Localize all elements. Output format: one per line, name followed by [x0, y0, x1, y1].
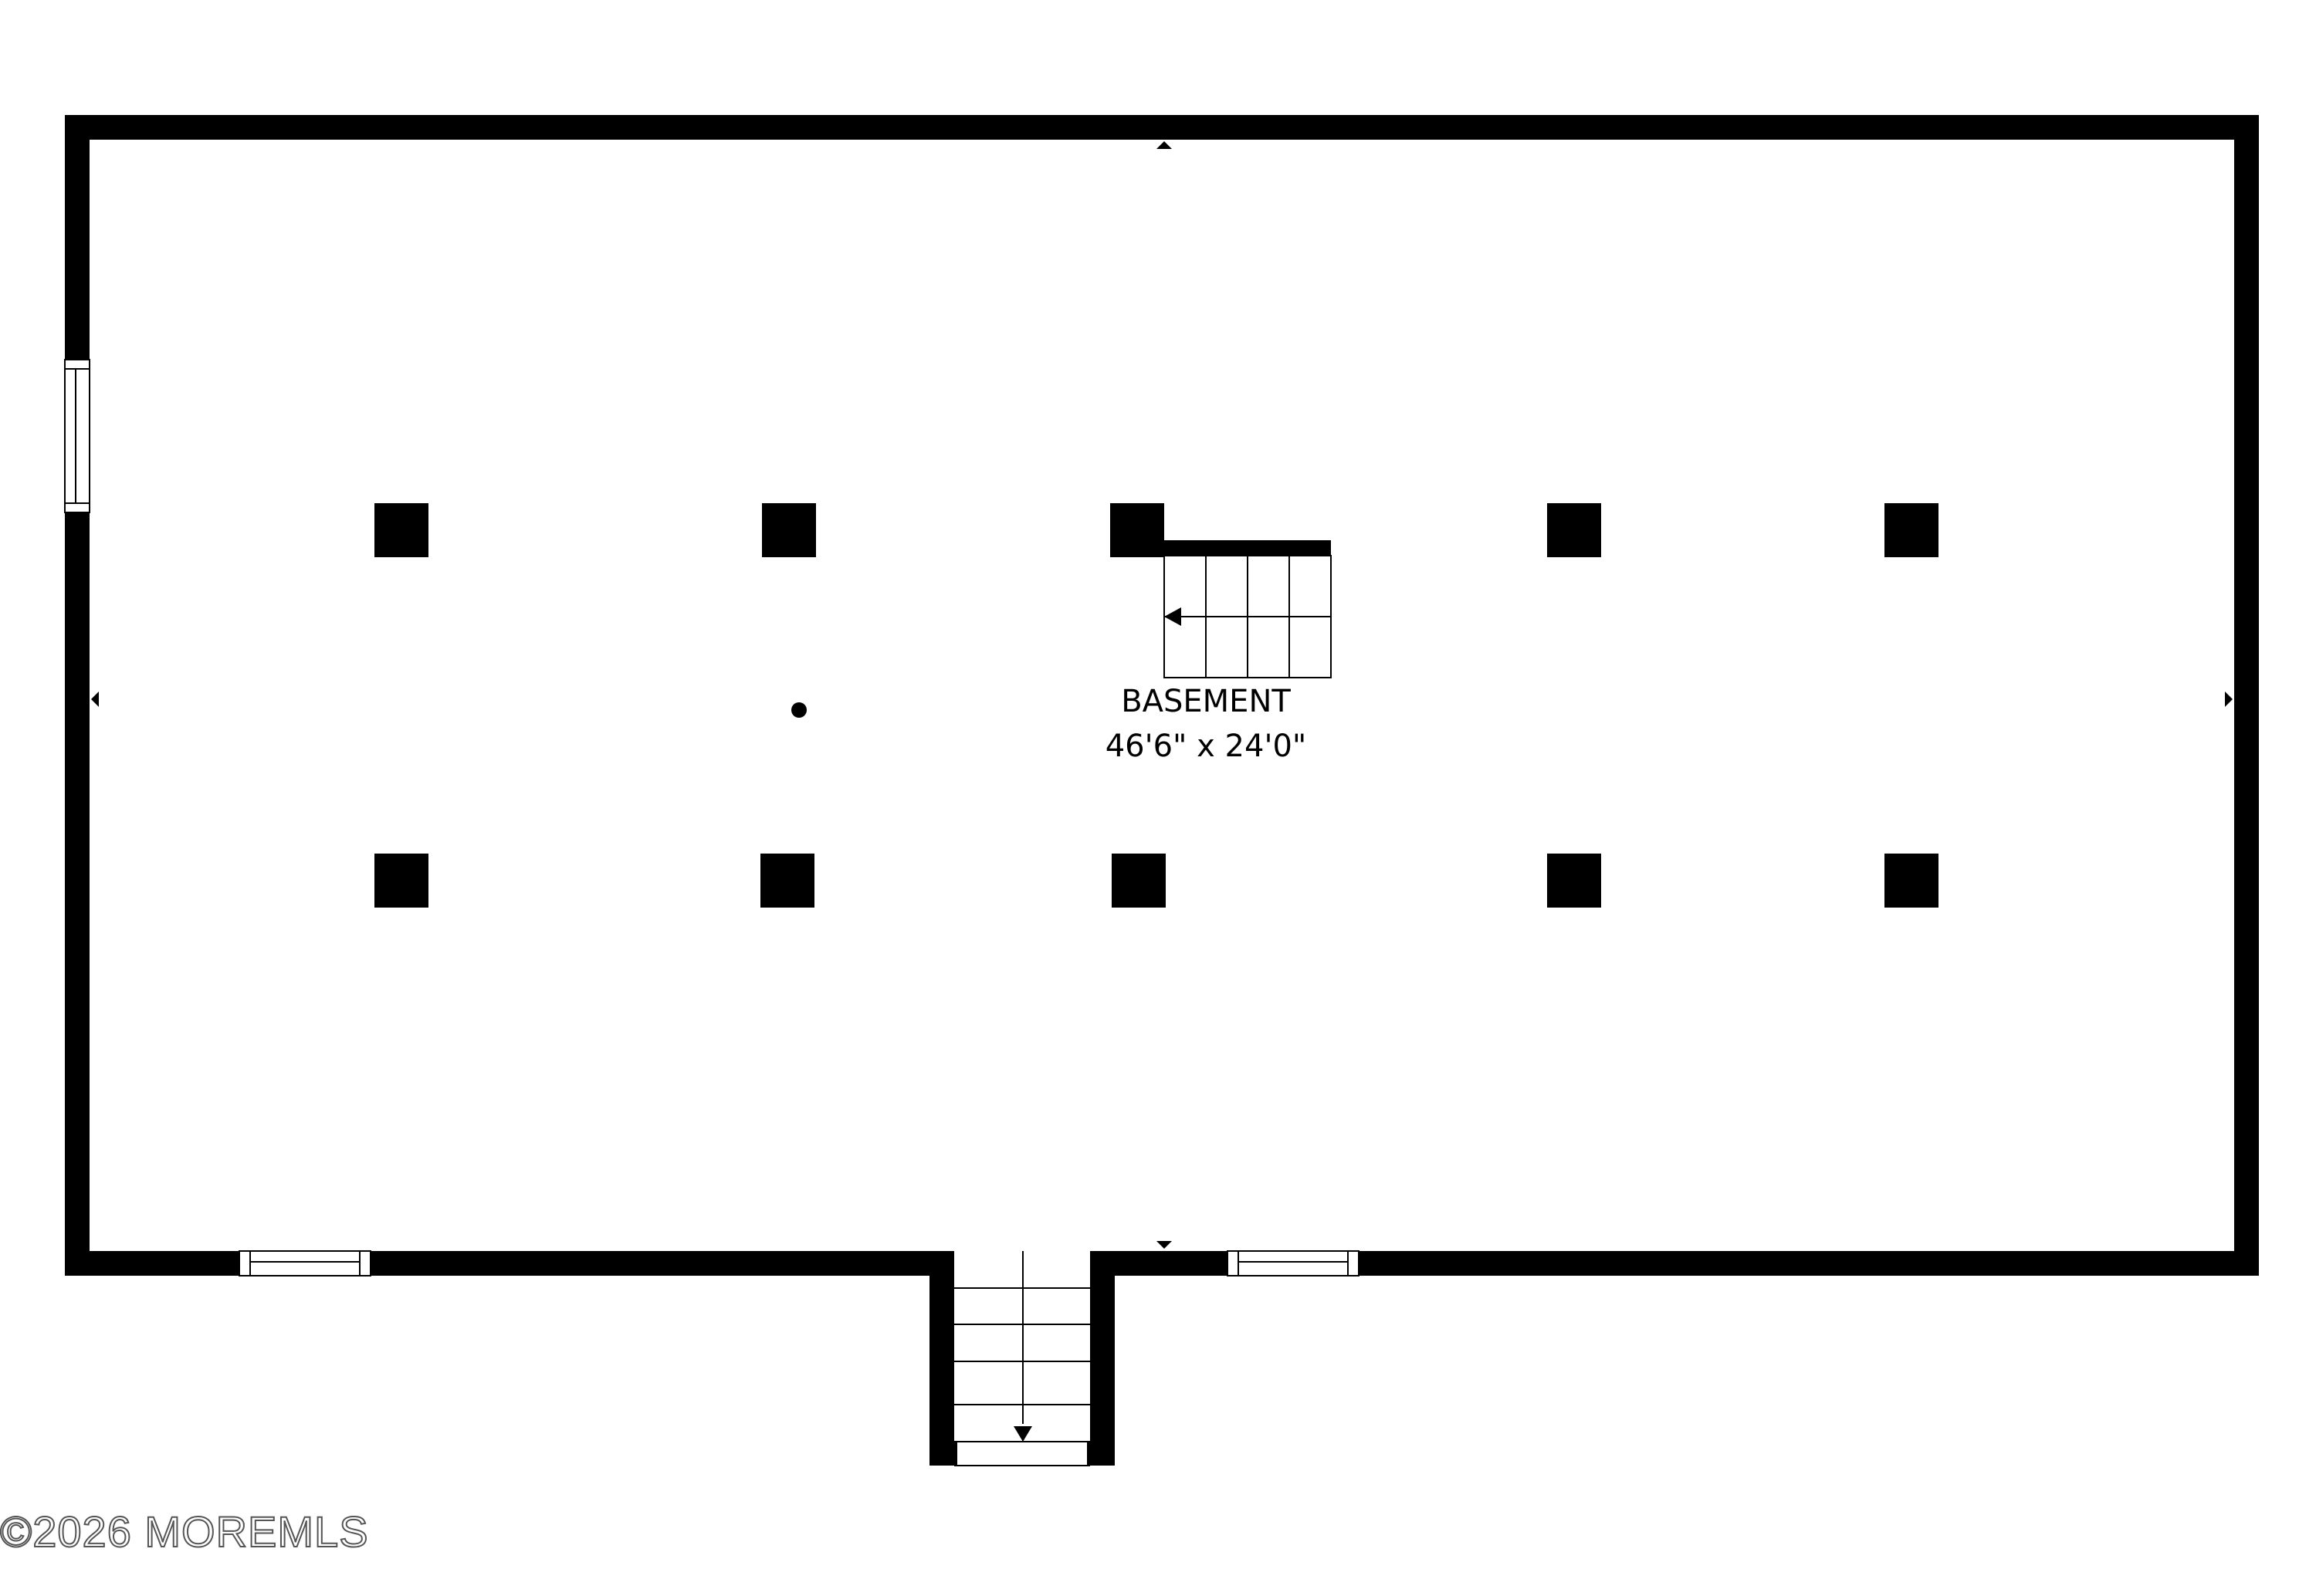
marker-right-icon: [2225, 691, 2233, 707]
support-columns: [374, 503, 1938, 908]
wall-right: [2234, 115, 2259, 1276]
window-left: [64, 359, 90, 513]
window-bottom-left: [239, 1250, 371, 1276]
marker-top-icon: [1156, 141, 1172, 149]
stairwell-wall-left: [929, 1251, 954, 1466]
column: [1110, 503, 1164, 557]
column: [760, 854, 814, 908]
stair-arrow-icon: [1164, 607, 1181, 626]
column: [1547, 503, 1601, 557]
dimension-markers: [91, 141, 2233, 1249]
marker-bottom-icon: [1156, 1241, 1172, 1249]
stairwell-walls: [929, 1251, 1115, 1466]
column: [1884, 503, 1938, 557]
stairwell-wall-right: [1090, 1251, 1115, 1466]
column: [1884, 854, 1938, 908]
column: [762, 503, 816, 557]
watermark: ©2026 MOREMLS: [0, 1507, 369, 1556]
column: [1112, 854, 1166, 908]
stair-arrow-icon: [1014, 1426, 1032, 1442]
column: [374, 503, 428, 557]
column: [374, 854, 428, 908]
room-dimensions: 46'6" x 24'0": [1106, 729, 1307, 764]
interior-staircase: [1163, 540, 1332, 678]
wall-left: [65, 115, 90, 1276]
column: [1547, 854, 1601, 908]
window-bottom-right: [1227, 1250, 1359, 1276]
floor-drain-icon: [791, 702, 807, 718]
wall-bottom-left: [65, 1251, 954, 1276]
stairwell-foot-right: [1087, 1442, 1115, 1466]
room-name: BASEMENT: [1121, 684, 1291, 719]
wall-top: [65, 115, 2259, 140]
marker-left-icon: [91, 691, 99, 707]
exterior-staircase: [954, 1251, 1090, 1466]
stairwell-foot-left: [929, 1442, 957, 1466]
